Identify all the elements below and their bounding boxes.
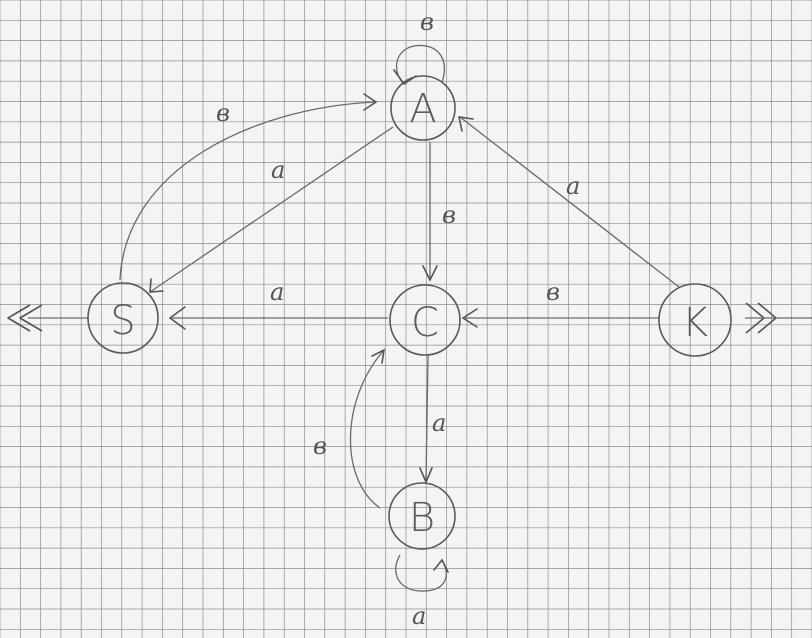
edge-s-to-a: в	[119, 93, 378, 281]
edge-b-loop: a	[395, 554, 449, 630]
start-state-marker	[745, 302, 812, 334]
edge-c-to-b: a	[419, 354, 446, 485]
node-k[interactable]: K	[658, 283, 732, 357]
edge-label: a	[412, 602, 426, 630]
node-b[interactable]: B	[388, 482, 456, 550]
edge-label: a	[566, 172, 580, 200]
node-s[interactable]: S	[87, 282, 159, 354]
edge-a-loop: в	[393, 8, 446, 86]
edge-a-to-s: a	[149, 126, 394, 293]
final-state-marker	[7, 304, 88, 332]
edge-c-to-s: a	[168, 278, 388, 330]
edge-label: в	[216, 99, 230, 127]
edge-k-to-c: в	[461, 278, 660, 328]
edge-k-to-a: a	[457, 116, 680, 288]
edge-label: a	[432, 409, 446, 437]
node-c[interactable]: C	[389, 284, 461, 356]
edge-label: в	[546, 278, 560, 306]
edge-label: в	[420, 8, 434, 36]
node-a[interactable]: A	[390, 75, 456, 141]
node-label: A	[409, 86, 436, 132]
edge-a-to-c: в	[422, 142, 456, 282]
edge-label: a	[270, 278, 284, 306]
node-label: B	[409, 495, 435, 541]
edge-label: в	[313, 432, 327, 460]
edge-b-to-c: в	[313, 348, 386, 509]
node-label: K	[682, 300, 708, 346]
node-label: C	[411, 300, 439, 346]
edge-label: в	[442, 201, 456, 229]
node-label: S	[110, 298, 135, 344]
edge-label: a	[271, 156, 285, 184]
